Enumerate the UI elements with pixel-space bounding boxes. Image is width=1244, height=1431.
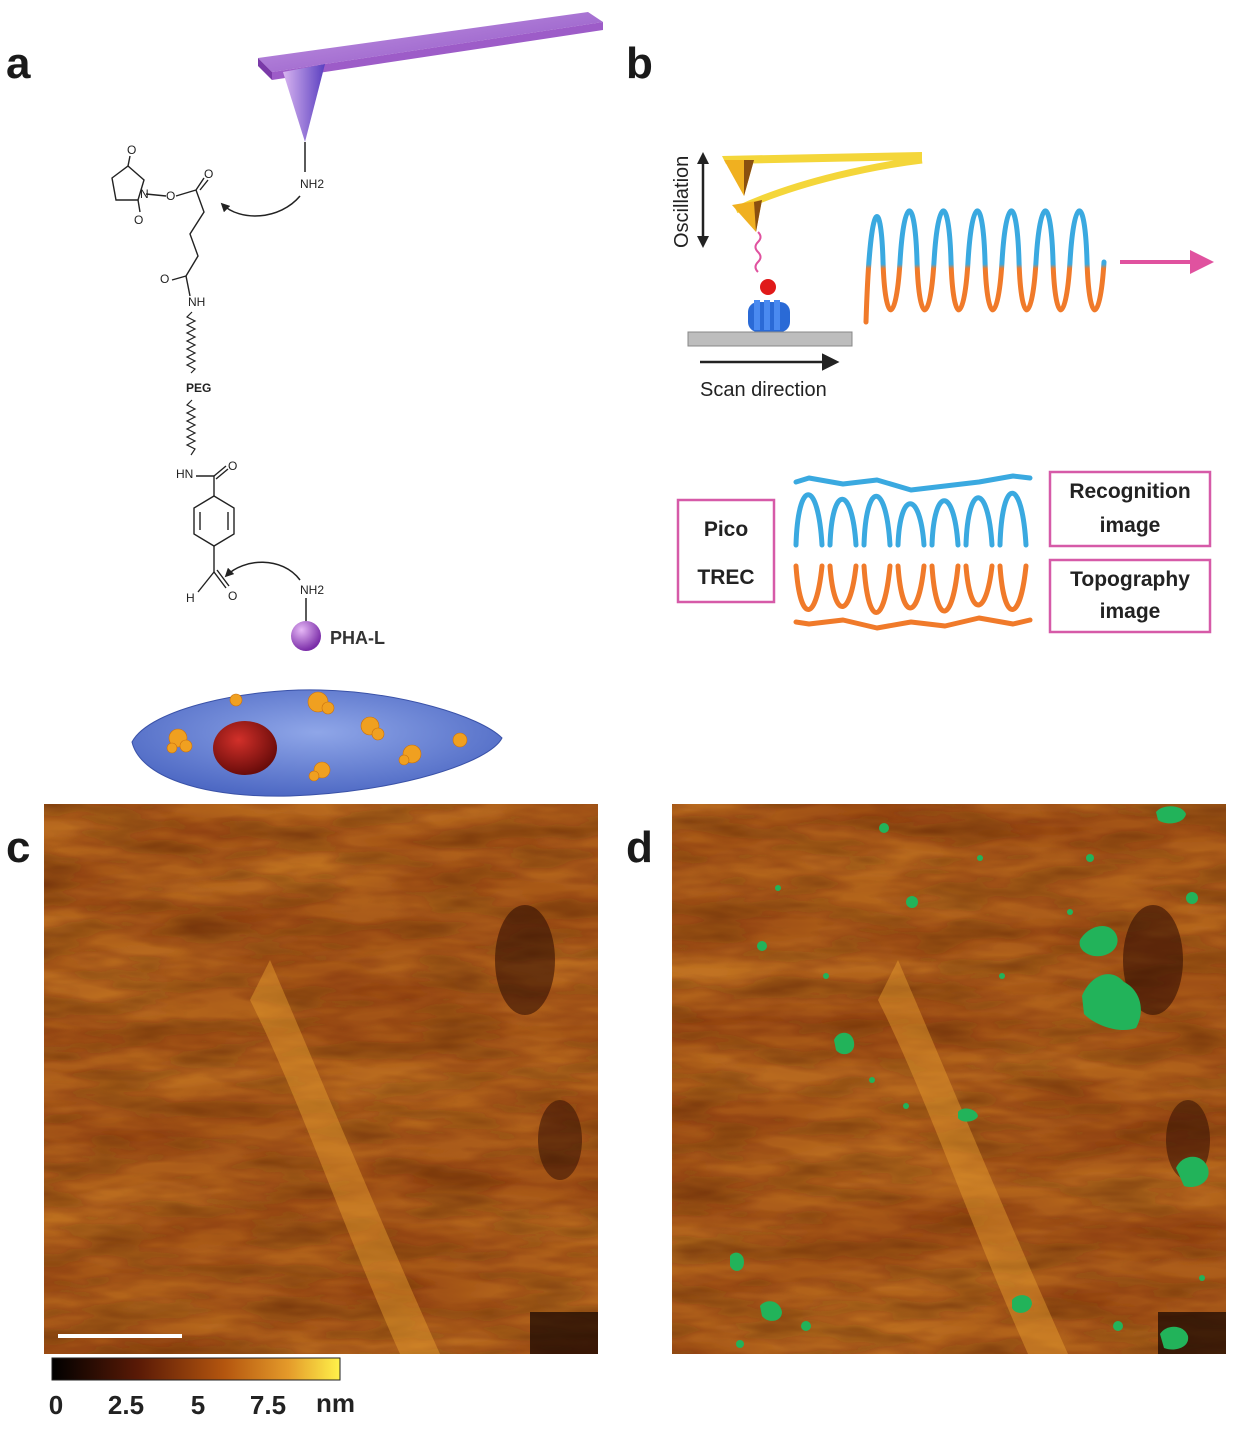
topography-trace xyxy=(793,563,1033,631)
ligand-ball xyxy=(760,279,776,295)
recognition-line2: image xyxy=(1100,514,1161,537)
atom-o: O xyxy=(127,143,136,157)
topography-image-box xyxy=(1048,558,1212,634)
oscillation-trace xyxy=(863,208,1107,325)
colorbar: 0 2.5 5 7.5 nm xyxy=(49,1357,355,1420)
topography-line1: Topography xyxy=(1070,568,1190,591)
reaction-arrow-1 xyxy=(220,195,301,217)
afm-tip-a xyxy=(283,64,325,142)
atom-o: O xyxy=(228,459,237,473)
colorbar-tick-label: 5 xyxy=(191,1390,205,1420)
pico-trec-line2: TREC xyxy=(697,566,754,589)
receptor-protein xyxy=(748,300,790,332)
colorbar-tick-label: 0 xyxy=(49,1390,63,1420)
recognition-trace xyxy=(793,473,1033,548)
panel-c-topography-image xyxy=(44,804,598,1354)
atom-o: O xyxy=(204,167,213,181)
tether-linker xyxy=(754,231,762,273)
colorbar-unit: nm xyxy=(316,1388,355,1418)
substrate xyxy=(687,331,853,347)
colorbar-tick-label: 7.5 xyxy=(250,1390,286,1420)
colorbar-tick-label: 2.5 xyxy=(108,1390,144,1420)
reaction-arrow-2 xyxy=(224,561,301,581)
pico-trec-box xyxy=(676,498,776,604)
nhs-ester xyxy=(111,155,209,297)
recognition-image-box xyxy=(1048,470,1212,548)
colorbar-gradient xyxy=(51,1357,341,1381)
panel-letter-b: b xyxy=(626,39,653,88)
amide-hn-label: HN xyxy=(176,467,193,481)
afm-cantilever-a xyxy=(258,12,603,142)
panel-letter-c: c xyxy=(6,823,30,872)
pico-trec-line1: Pico xyxy=(704,518,748,541)
afm-cantilever-b xyxy=(722,152,923,232)
panel-b: Oscillation Scan direction xyxy=(671,152,1214,634)
peg-linker-bottom xyxy=(185,399,197,456)
atom-o: O xyxy=(166,189,175,203)
atom-n: N xyxy=(140,187,149,201)
panel-a: NH2 O O N O O O NH PEG HN xyxy=(111,12,603,797)
cell-illustration xyxy=(131,689,503,797)
atom-o: O xyxy=(228,589,237,603)
peg-label: PEG xyxy=(186,381,211,395)
pico-trec-traces xyxy=(793,473,1033,631)
atom-h: H xyxy=(186,591,195,605)
atom-o: O xyxy=(134,213,143,227)
panel-letter-d: d xyxy=(626,823,653,872)
recognition-spots xyxy=(730,806,1209,1350)
benzaldehyde-linker xyxy=(193,465,235,593)
oscillation-label: Oscillation xyxy=(671,156,693,248)
receptor-clusters xyxy=(166,691,468,782)
pha-l-protein-sphere xyxy=(291,621,321,651)
topography-line2: image xyxy=(1100,600,1161,623)
protein-label: PHA-L xyxy=(330,628,385,648)
panel-letter-a: a xyxy=(6,39,31,88)
atom-o: O xyxy=(160,272,169,286)
protein-amine-label: NH2 xyxy=(300,583,324,597)
scan-direction-label: Scan direction xyxy=(700,379,827,401)
amide-nh-label: NH xyxy=(188,295,205,309)
panel-d-recognition-image xyxy=(672,804,1226,1354)
cell-nucleus xyxy=(213,721,277,775)
tip-amine-label: NH2 xyxy=(300,177,324,191)
recognition-line1: Recognition xyxy=(1069,480,1190,503)
peg-linker-top xyxy=(185,311,197,374)
